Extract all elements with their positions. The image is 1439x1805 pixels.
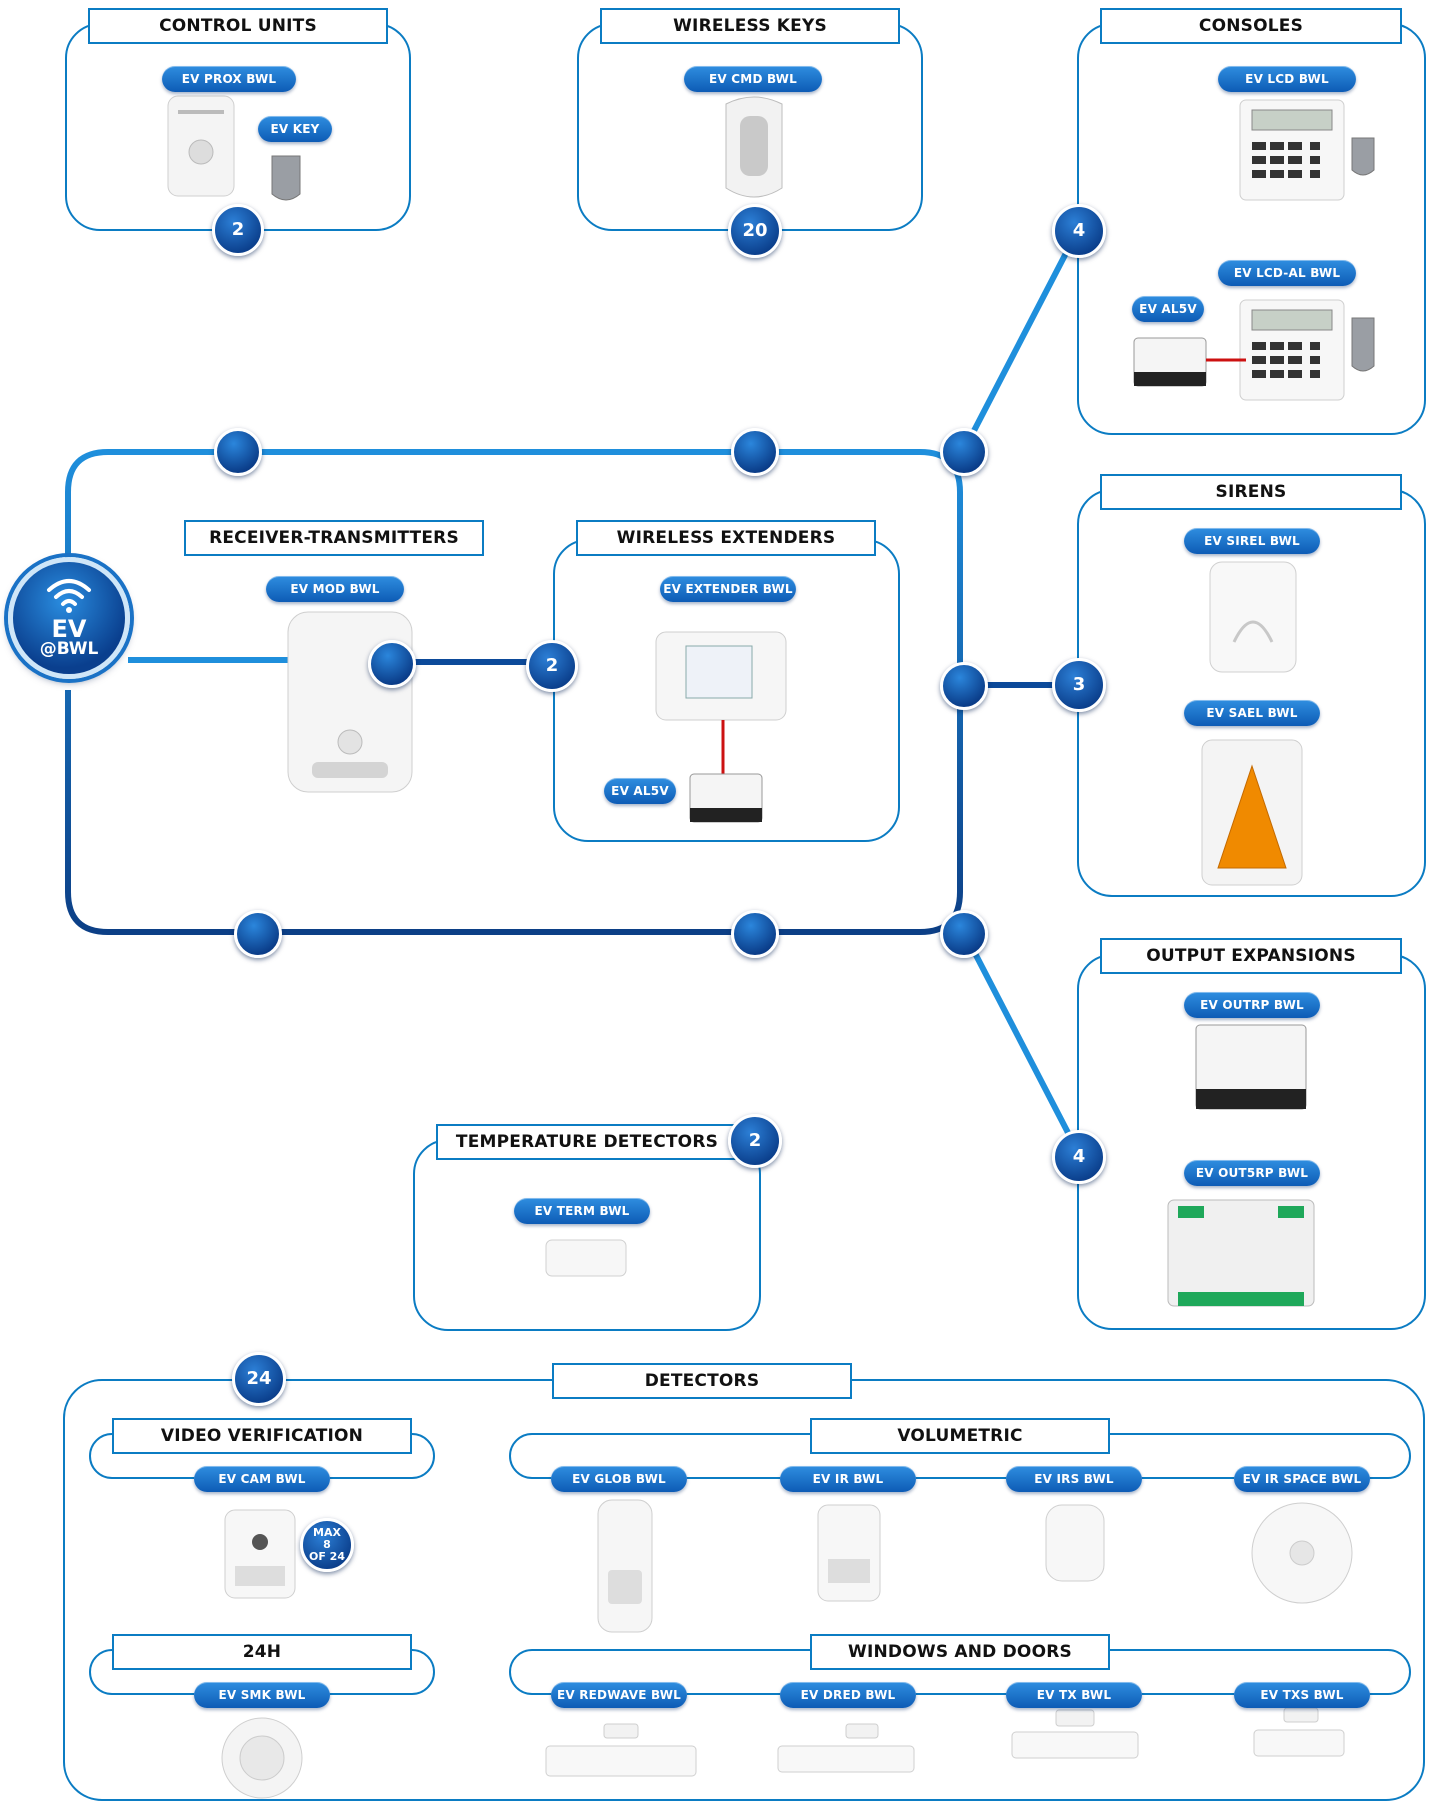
device-ev-mod — [287, 611, 413, 793]
tag-ev-ir-bwl: EV IR BWL — [780, 1466, 916, 1492]
device-ev-dred — [777, 1723, 915, 1773]
device-ev-cmd — [725, 96, 783, 198]
device-ev-glob — [597, 1499, 653, 1633]
tag-ev-dred-bwl: EV DRED BWL — [780, 1682, 916, 1708]
title-consoles: CONSOLES — [1100, 8, 1402, 44]
max-badge-line3: OF 24 — [308, 1550, 345, 1563]
count-sirens: 3 — [1052, 658, 1106, 712]
title-volumetric: VOLUMETRIC — [810, 1418, 1110, 1454]
hub-label-bwl: @BWL — [39, 639, 99, 659]
tag-ev-extender-bwl: EV EXTENDER BWL — [660, 576, 796, 602]
device-ev-term — [545, 1239, 627, 1277]
count-consoles: 4 — [1052, 204, 1106, 258]
device-ev-ir-space — [1251, 1502, 1353, 1604]
tag-ev-tx-bwl: EV TX BWL — [1006, 1682, 1142, 1708]
device-ev-tx — [1011, 1709, 1139, 1759]
title-video-verification: VIDEO VERIFICATION — [112, 1418, 412, 1454]
tag-ev-cam-bwl: EV CAM BWL — [194, 1466, 330, 1492]
wifi-icon — [47, 579, 91, 613]
device-ev-out5rp — [1167, 1199, 1315, 1307]
device-ev-prox — [167, 95, 235, 197]
device-ev-smk — [221, 1717, 303, 1799]
title-sirens: SIRENS — [1100, 474, 1402, 510]
hub-label-ev: EV — [51, 615, 87, 643]
device-ev-irs — [1045, 1504, 1105, 1582]
title-24h: 24H — [112, 1634, 412, 1670]
tag-ev-glob-bwl: EV GLOB BWL — [551, 1466, 687, 1492]
tag-ev-irs-bwl: EV IRS BWL — [1006, 1466, 1142, 1492]
node-bottom-left — [234, 910, 282, 958]
device-ev-lcd — [1239, 99, 1345, 201]
device-al5v-extender — [689, 773, 763, 823]
max-badge-line2: 8 — [323, 1538, 331, 1551]
tag-ev-smk-bwl: EV SMK BWL — [194, 1682, 330, 1708]
title-detectors: DETECTORS — [552, 1363, 852, 1399]
title-windows-doors: WINDOWS AND DOORS — [810, 1634, 1110, 1670]
device-ev-sael — [1201, 739, 1303, 886]
device-ev-sirel — [1209, 561, 1297, 673]
count-detectors: 24 — [232, 1352, 286, 1406]
frame-control-units-box — [65, 23, 411, 231]
title-output-expansions: OUTPUT EXPANSIONS — [1100, 938, 1402, 974]
tag-ev-term-bwl: EV TERM BWL — [514, 1198, 650, 1224]
tag-ev-redwave-bwl: EV REDWAVE BWL — [551, 1682, 687, 1708]
device-ev-cam — [224, 1509, 296, 1599]
node-top-mid — [731, 428, 779, 476]
count-control-units: 2 — [212, 204, 264, 256]
device-console-key-2 — [1351, 317, 1375, 372]
link-consoles — [961, 228, 1081, 452]
tag-ev-outrp-bwl: EV OUTRP BWL — [1184, 992, 1320, 1018]
count-output-expansions: 4 — [1052, 1130, 1106, 1184]
count-wireless-keys: 20 — [728, 204, 782, 258]
tag-ev-al5v-console: EV AL5V — [1132, 296, 1204, 322]
tag-ev-cmd-bwl: EV CMD BWL — [684, 66, 822, 92]
device-ev-ir — [817, 1504, 881, 1602]
node-receiver — [368, 640, 416, 688]
ev-bwl-hub: EV @BWL — [8, 557, 130, 679]
tag-ev-sael-bwl: EV SAEL BWL — [1184, 700, 1320, 726]
count-temperature-detectors: 2 — [728, 1114, 782, 1168]
title-wireless-keys: WIRELESS KEYS — [600, 8, 900, 44]
count-wireless-extenders: 2 — [526, 640, 578, 692]
node-bottom-mid — [731, 910, 779, 958]
max-badge: MAX 8 OF 24 — [300, 1518, 354, 1572]
tag-ev-key: EV KEY — [258, 116, 332, 142]
node-bottom-right — [940, 910, 988, 958]
frame-temperature-detectors-box — [413, 1139, 761, 1331]
tag-ev-mod-bwl: EV MOD BWL — [266, 576, 404, 602]
device-al5v-console — [1133, 337, 1207, 387]
device-ev-extender — [655, 631, 787, 721]
tag-ev-ir-space-bwl: EV IR SPACE BWL — [1234, 1466, 1370, 1492]
device-ev-lcd-al — [1239, 299, 1345, 401]
tag-ev-txs-bwl: EV TXS BWL — [1234, 1682, 1370, 1708]
node-top-right — [940, 428, 988, 476]
node-top-left — [214, 428, 262, 476]
node-right-mid — [940, 662, 988, 710]
device-ev-txs — [1253, 1707, 1345, 1757]
max-badge-line1: MAX — [313, 1526, 341, 1539]
device-ev-key — [271, 155, 301, 201]
tag-ev-lcd-al-bwl: EV LCD-AL BWL — [1218, 260, 1356, 286]
tag-ev-al5v-extender: EV AL5V — [604, 778, 676, 804]
tag-ev-out5rp-bwl: EV OUT5RP BWL — [1184, 1160, 1320, 1186]
tag-ev-sirel-bwl: EV SIREL BWL — [1184, 528, 1320, 554]
tag-ev-lcd-bwl: EV LCD BWL — [1218, 66, 1356, 92]
device-console-key-1 — [1351, 137, 1375, 176]
device-ev-redwave — [545, 1723, 697, 1777]
title-temperature-detectors: TEMPERATURE DETECTORS — [436, 1124, 738, 1160]
title-wireless-extenders: WIRELESS EXTENDERS — [576, 520, 876, 556]
tag-ev-prox-bwl: EV PROX BWL — [162, 66, 296, 92]
title-receiver-transmitters: RECEIVER-TRANSMITTERS — [184, 520, 484, 556]
device-ev-outrp — [1195, 1024, 1307, 1110]
title-control-units: CONTROL UNITS — [88, 8, 388, 44]
link-output-expansions — [961, 930, 1081, 1154]
